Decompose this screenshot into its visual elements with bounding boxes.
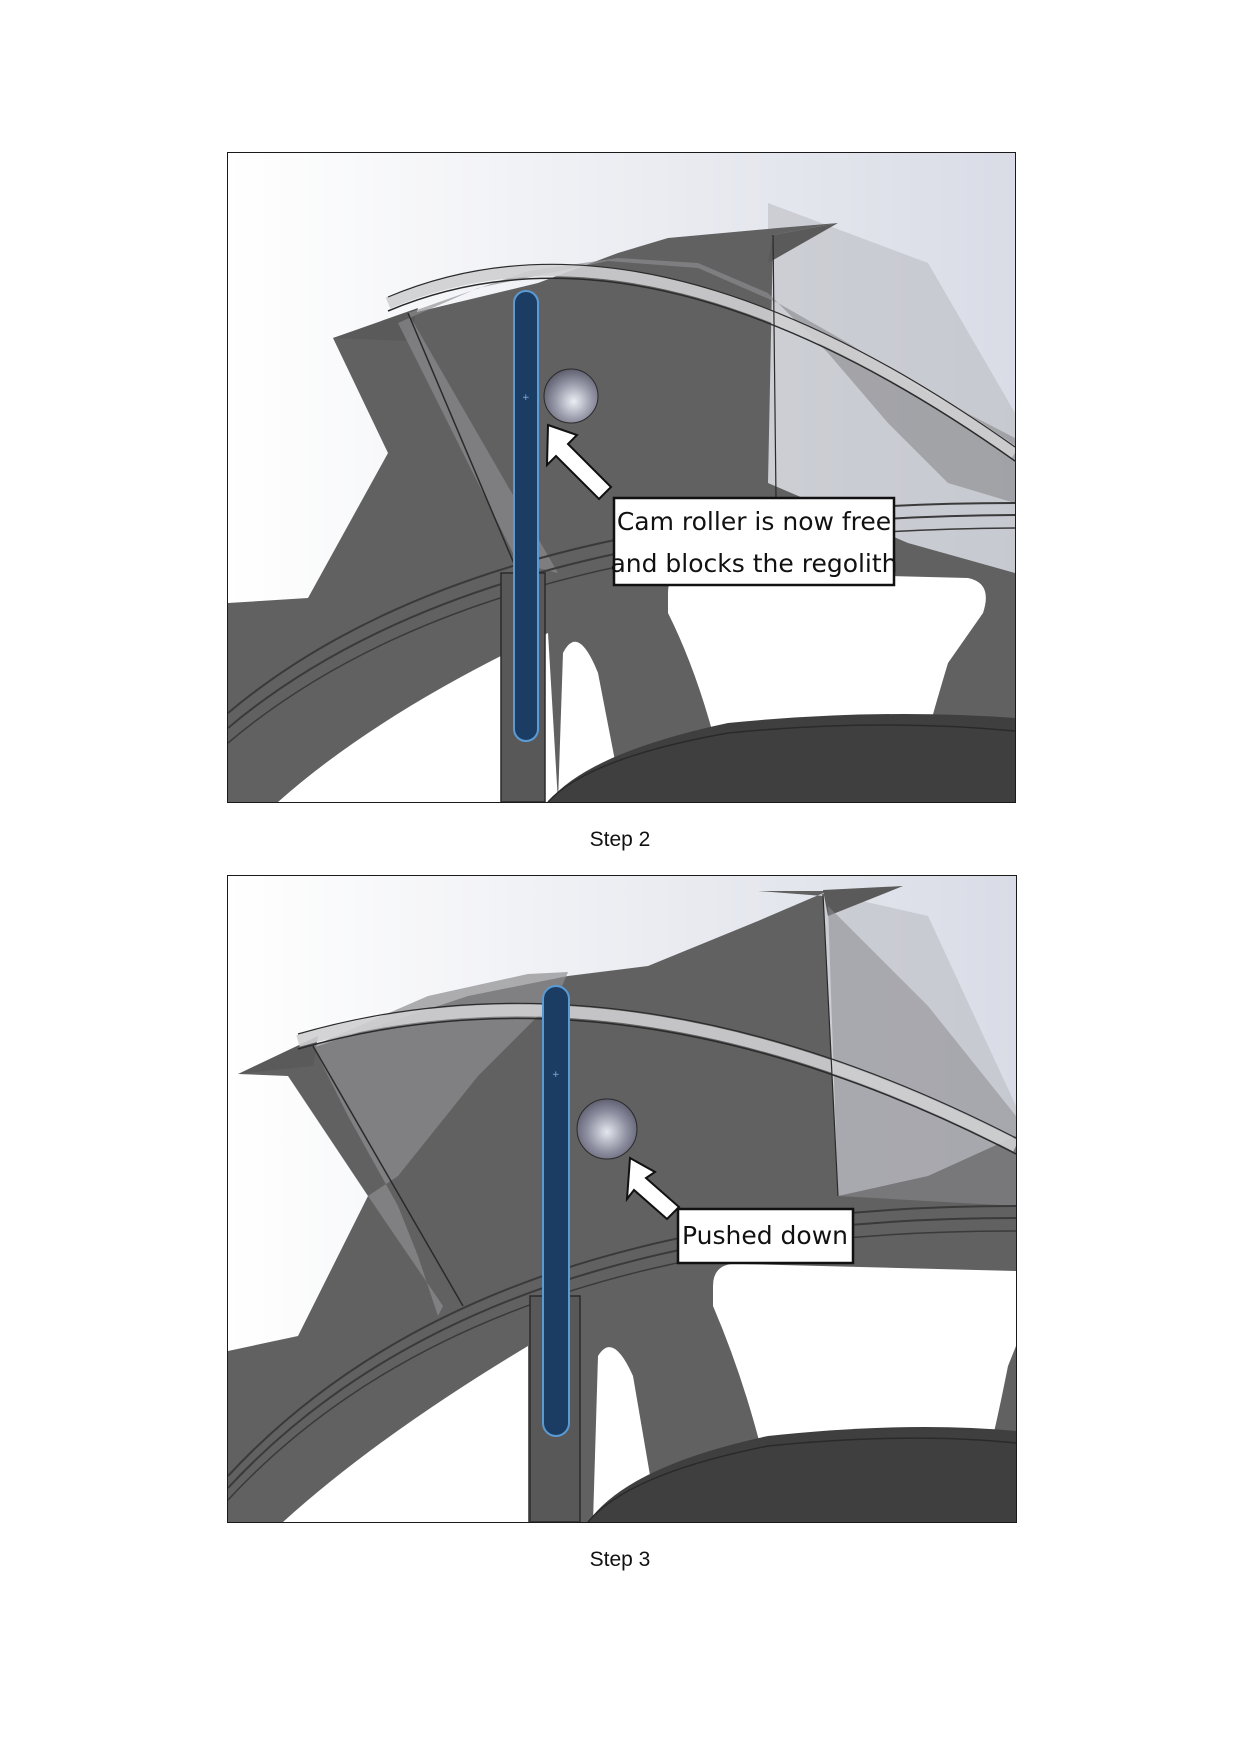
spoke-gap [278, 633, 558, 802]
rim-band [296, 1004, 1016, 1152]
translucent-panel [313, 972, 568, 1316]
callout-line-1: Cam roller is now free [617, 507, 891, 536]
paddle-edge [407, 312, 519, 574]
figure-caption: Step 2 [589, 828, 651, 851]
wheel-hub [588, 1427, 1016, 1522]
paddle-spike-left [333, 308, 418, 341]
callout-line-1: Pushed down [682, 1221, 848, 1250]
hub-edge [547, 724, 1015, 802]
translucent-panel [398, 258, 1015, 573]
pointer-arrow-icon [625, 1156, 681, 1221]
callout-box: Cam roller is now free and blocks the re… [610, 496, 898, 587]
callout-box: Pushed down [676, 1207, 855, 1265]
step-2-illustration: + Cam roller is now free and blocks the … [228, 153, 1015, 802]
cam-roller [576, 1098, 638, 1160]
wheel-hub [548, 714, 1015, 802]
spoke-gap [713, 1263, 1016, 1456]
spoke-gap [283, 1346, 528, 1522]
paddle-edge [822, 893, 839, 1197]
hub-edge [587, 1437, 1016, 1522]
cam-rod [542, 985, 570, 1437]
cam-roller [543, 368, 599, 424]
rim-edge [297, 1017, 1016, 1155]
figure-caption: Step 3 [589, 1548, 651, 1571]
paddle-spike-right [823, 886, 903, 916]
pointer-arrow-icon [545, 423, 613, 501]
rim-edge [387, 277, 1015, 462]
step-3-cad-render: + Pushed down [227, 875, 1017, 1523]
rod-origin-mark: + [522, 393, 530, 403]
cam-rod [513, 290, 539, 742]
paddle-edge [312, 1045, 464, 1307]
callout-line-2: and blocks the regolith [610, 549, 897, 578]
paddle-spike-right [768, 223, 838, 263]
rim-band [385, 264, 1015, 458]
rim-edge [387, 263, 1015, 448]
paddle-spike-left [238, 1036, 318, 1074]
step-2-cad-render: + Cam roller is now free and blocks the … [227, 152, 1016, 803]
paddle-edge [772, 234, 777, 499]
spoke-gap [668, 570, 986, 753]
rim-edge [297, 1002, 1016, 1139]
step-3-illustration: + Pushed down [228, 876, 1016, 1522]
rod-origin-mark: + [552, 1070, 560, 1080]
